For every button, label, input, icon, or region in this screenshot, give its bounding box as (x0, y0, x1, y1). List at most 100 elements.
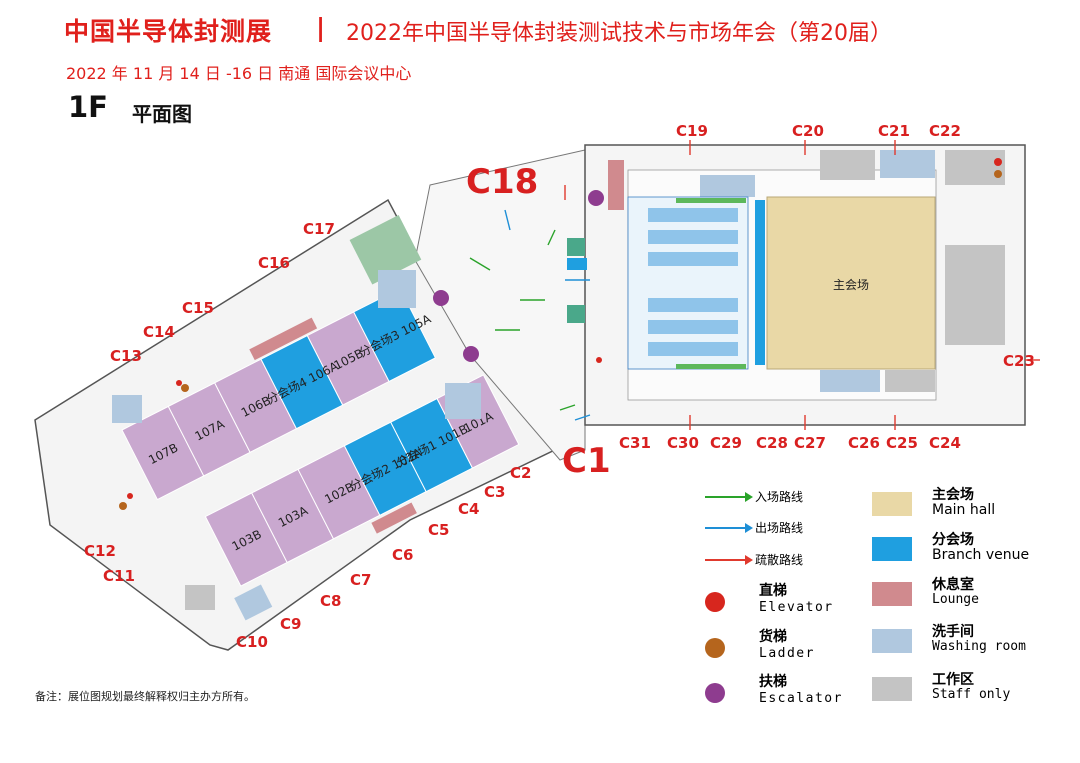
gate-C11: C11 (103, 567, 135, 585)
legend-lounge-en: Lounge (932, 592, 979, 607)
legend-escalator: 扶梯 Escalator (705, 671, 855, 713)
gate-C20: C20 (792, 122, 824, 140)
legend-entry-route-label: 入场路线 (755, 490, 804, 504)
main-hall-swatch (872, 492, 912, 516)
legend-washing-room-en: Washing room (932, 639, 1026, 654)
gate-C21: C21 (878, 122, 910, 140)
gate-C8: C8 (320, 592, 341, 610)
booth-area (627, 196, 749, 370)
booth-block (648, 342, 738, 356)
staff-area (945, 150, 1005, 185)
staff-area (885, 370, 935, 392)
staff-area (185, 585, 215, 610)
booth-block (648, 230, 738, 244)
elevator-icon (127, 493, 133, 499)
branch-venue-swatch (872, 537, 912, 561)
gate-C28: C28 (756, 434, 788, 452)
staff-area (567, 305, 585, 323)
escalator-icon (463, 346, 479, 362)
legend-lounge: 休息室 Lounge (872, 574, 1072, 618)
gate-C14: C14 (143, 323, 175, 341)
lounge-swatch (872, 582, 912, 606)
ladder-icon (181, 384, 189, 392)
gate-C22: C22 (929, 122, 961, 140)
washing-room (880, 150, 935, 178)
booth-block (648, 298, 738, 312)
legend-lounge-zh: 休息室 (932, 577, 974, 593)
lounge (349, 215, 422, 285)
gate-C10: C10 (236, 633, 268, 651)
booth-block (648, 208, 738, 222)
floor-number: 1F (68, 90, 108, 124)
legend-ladder-zh: 货梯 (759, 629, 787, 645)
gate-C13: C13 (110, 347, 142, 365)
washing-room (820, 370, 880, 392)
main-hall-label: 主会场 (833, 278, 869, 292)
evacuation-routes (564, 140, 1040, 430)
gate-C6: C6 (392, 546, 413, 564)
booth-green-bar (676, 364, 746, 369)
legend-main-hall-en: Main hall (932, 502, 996, 518)
gate-C29: C29 (710, 434, 742, 452)
elevator-icon (705, 592, 725, 612)
entry-routes (469, 229, 576, 411)
gate-C24: C24 (929, 434, 961, 452)
staff-area (820, 150, 875, 180)
staff-area (567, 238, 585, 256)
branch-venue-strip (755, 200, 765, 365)
legend-branch-venue-en: Branch venue (932, 547, 1030, 563)
staff-area (945, 245, 1005, 345)
legend-elevator-en: Elevator (759, 600, 834, 615)
lounge (371, 502, 417, 534)
footnote: 备注：展位图规划最终解释权归主办方所有。 (35, 690, 255, 703)
booth-green-bar (676, 198, 746, 203)
legend-staff-only: 工作区 Staff only (872, 669, 1072, 713)
booth-block (648, 252, 738, 266)
lounge (608, 160, 624, 210)
legend-exit-route: 出场路线 (705, 519, 865, 537)
legend-washing-room: 洗手间 Washing room (872, 621, 1072, 665)
ladder-icon (705, 638, 725, 658)
gate-C3: C3 (484, 483, 505, 501)
ladder-icon (994, 170, 1002, 178)
gate-C30: C30 (667, 434, 699, 452)
legend-main-hall-zh: 主会场 (932, 487, 974, 503)
gate-C31: C31 (619, 434, 651, 452)
gate-C25: C25 (886, 434, 918, 452)
washing-room (567, 258, 587, 270)
elevator-icon (994, 158, 1002, 166)
gate-C17: C17 (303, 220, 335, 238)
legend-staff-only-zh: 工作区 (932, 672, 974, 688)
page-title: 2022年中国半导体封装测试技术与市场年会（第20届） (346, 21, 892, 46)
gate-C18: C18 (466, 162, 538, 202)
legend-washing-room-zh: 洗手间 (932, 624, 974, 640)
staff-only-swatch (872, 677, 912, 701)
escalator-icon (705, 683, 725, 703)
legend-elevator-zh: 直梯 (759, 583, 787, 599)
legend-entry-route: 入场路线 (705, 488, 865, 506)
hall-105A (352, 287, 437, 383)
washing-room (234, 584, 273, 621)
legend-ladder-en: Ladder (759, 646, 815, 661)
gate-C27: C27 (794, 434, 826, 452)
washing-room (112, 395, 142, 423)
legend-main-hall: 主会场 Main hall (872, 484, 1072, 528)
title-separator: | (316, 13, 326, 42)
gate-C15: C15 (182, 299, 214, 317)
elevator-icon (176, 380, 182, 386)
escalator-icon (588, 190, 604, 206)
elevator-icon (596, 357, 602, 363)
main-hall (766, 196, 936, 370)
washing-room (445, 383, 481, 419)
gate-C23: C23 (1003, 352, 1035, 370)
gate-C19: C19 (676, 122, 708, 140)
legend-ladder: 货梯 Ladder (705, 626, 855, 668)
gate-C4: C4 (458, 500, 479, 518)
gate-C12: C12 (84, 542, 116, 560)
gate-C26: C26 (848, 434, 880, 452)
lounge (249, 317, 318, 361)
gate-C9: C9 (280, 615, 301, 633)
gate-C16: C16 (258, 254, 290, 272)
washing-room (378, 270, 416, 308)
